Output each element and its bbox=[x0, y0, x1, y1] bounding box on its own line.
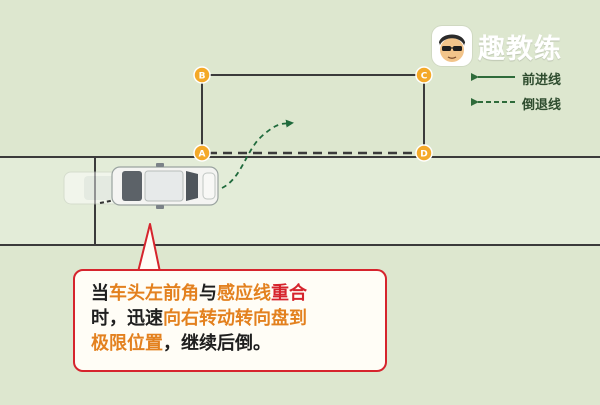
point-b-label: B bbox=[199, 72, 206, 82]
callout-text-segment: 时，迅速 bbox=[91, 308, 163, 329]
callout-text-segment: 向右转动转向盘到 bbox=[163, 308, 307, 329]
callout-line-3: 极限位置，继续后倒。 bbox=[91, 331, 373, 356]
mirror-left bbox=[156, 163, 164, 167]
car-hood bbox=[202, 172, 216, 200]
car bbox=[111, 163, 219, 209]
callout-line-2: 时，迅速向右转动转向盘到 bbox=[91, 306, 373, 331]
callout-text-segment: 与 bbox=[199, 283, 217, 304]
point-a-marker: A bbox=[193, 144, 211, 162]
point-a-label: A bbox=[199, 150, 206, 160]
callout-text-segment: 车头左前角 bbox=[109, 283, 199, 304]
callout-text-segment: 极限位置 bbox=[91, 333, 163, 354]
cartoon-face-with-sunglasses-icon bbox=[432, 26, 472, 66]
reverse-path-arrow bbox=[221, 119, 294, 189]
callout-line-1: 当车头左前角与感应线重合 bbox=[91, 281, 373, 306]
point-d-marker: D bbox=[415, 144, 433, 162]
point-d-label: D bbox=[420, 150, 427, 160]
forward-line-label: 前进线 bbox=[522, 73, 562, 88]
point-c-marker: C bbox=[415, 66, 433, 84]
instruction-callout: 当车头左前角与感应线重合 时，迅速向右转动转向盘到 极限位置，继续后倒。 bbox=[73, 269, 387, 372]
callout-text-segment: 重合 bbox=[271, 283, 307, 304]
reverse-line-label: 倒退线 bbox=[522, 98, 562, 113]
callout-text-segment: 感应线 bbox=[217, 283, 271, 304]
callout-text-segment: ，继续后倒。 bbox=[163, 333, 271, 354]
logo-text: 趣教练 bbox=[478, 33, 562, 65]
point-c-label: C bbox=[421, 72, 428, 82]
car-roof bbox=[144, 170, 184, 202]
point-b-marker: B bbox=[193, 66, 211, 84]
callout-text-segment: 当 bbox=[91, 283, 109, 304]
windshield bbox=[186, 171, 198, 201]
app-logo: 趣教练 bbox=[432, 26, 562, 66]
mirror-right bbox=[156, 205, 164, 209]
rear-window bbox=[122, 171, 142, 201]
